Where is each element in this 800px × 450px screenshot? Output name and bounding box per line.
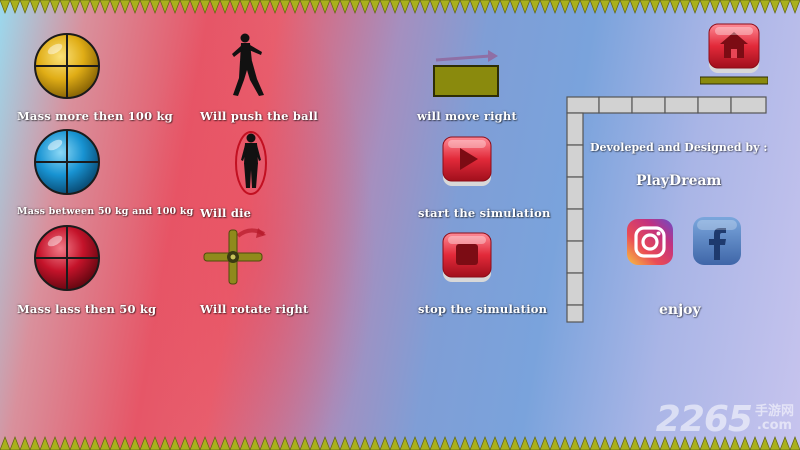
- facebook-icon: [709, 228, 726, 260]
- stop-icon: [456, 244, 478, 265]
- facebook-button[interactable]: [692, 216, 742, 266]
- instagram-icon: [634, 226, 666, 258]
- home-button[interactable]: [707, 22, 761, 74]
- play-icon: [460, 148, 478, 170]
- play-button[interactable]: [441, 136, 493, 188]
- pushing-man-icon: [232, 33, 264, 96]
- developed-by-text: Devoleped and Designed by :: [590, 141, 768, 154]
- blue-ball-icon: [34, 129, 100, 195]
- rotate-label: Will rotate right: [200, 302, 309, 316]
- stop-label: stop the simulation: [418, 302, 548, 316]
- gold-ball-icon: [34, 33, 100, 99]
- push-label: Will push the ball: [200, 109, 318, 123]
- dying-man-icon: [235, 131, 267, 195]
- studio-name: PlayDream: [636, 173, 722, 189]
- ball-heavy-label: Mass more then 100 kg: [17, 109, 173, 123]
- moving-platform-icon: [433, 50, 499, 97]
- stop-button[interactable]: [441, 232, 493, 284]
- rotating-cross-icon: [203, 228, 266, 285]
- watermark-sub: 手游网.com: [755, 405, 794, 433]
- move-right-label: will move right: [417, 109, 517, 123]
- ball-medium-label: Mass between 50 kg and 100 kg: [17, 206, 194, 217]
- instagram-button[interactable]: [626, 218, 674, 266]
- watermark-sub-top: 手游网: [754, 404, 794, 419]
- ball-light-label: Mass lass then 50 kg: [17, 302, 157, 316]
- watermark-sub-bottom: .com: [756, 418, 793, 433]
- start-label: start the simulation: [418, 206, 551, 220]
- watermark-main: 2265: [655, 399, 753, 440]
- enjoy-text: enjoy: [659, 302, 701, 318]
- die-label: Will die: [200, 206, 252, 220]
- ledge-platform: [700, 76, 768, 85]
- bottom-spike-border: [0, 436, 800, 450]
- red-ball-icon: [34, 225, 100, 291]
- brick-wall: [566, 96, 767, 323]
- top-spike-border: [0, 0, 800, 14]
